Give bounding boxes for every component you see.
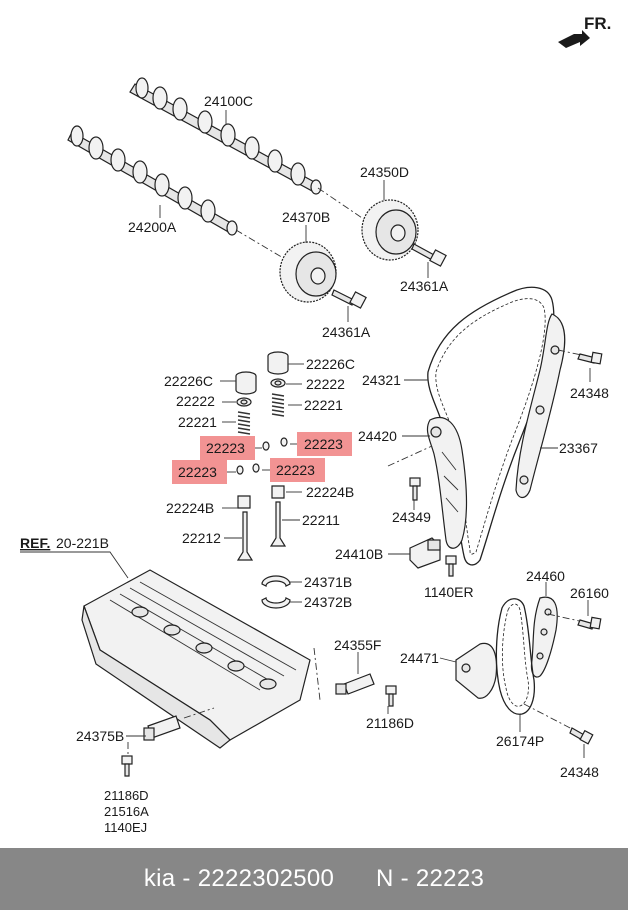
bolt-24361a-upper — [411, 243, 447, 267]
label-24420: 24420 — [358, 428, 397, 444]
label-26160: 26160 — [570, 585, 609, 601]
label-21186d-right: 21186D — [366, 715, 414, 731]
footer-n-value: 22223 — [415, 865, 485, 892]
label-24348-lower: 24348 — [560, 764, 599, 780]
valve-keys — [227, 437, 297, 475]
highlight-key-1 — [200, 436, 255, 460]
label-22223-key-1: 22223 — [206, 440, 245, 456]
label-23367: 23367 — [559, 440, 598, 456]
label-24348-upper: 24348 — [570, 385, 609, 401]
label-24410b: 24410B — [335, 546, 383, 562]
front-direction-arrow-icon — [558, 30, 590, 48]
label-24371b: 24371B — [304, 574, 352, 590]
retainer-left — [236, 397, 252, 407]
part-number-footer: kia - 2222302500 N - 22223 — [0, 848, 628, 910]
label-22223-key-2: 22223 — [304, 436, 343, 452]
label-26174p: 26174P — [496, 733, 544, 749]
label-24471: 24471 — [400, 650, 439, 666]
bolt-24348-upper — [557, 349, 603, 365]
label-24349: 24349 — [392, 509, 431, 525]
footer-n-prefix: N — [376, 865, 394, 892]
label-22221-right: 22221 — [304, 397, 343, 413]
valve-seal-right — [271, 485, 285, 499]
label-22226c-right: 22226C — [306, 356, 355, 372]
label-24361a-upper: 24361A — [400, 278, 449, 294]
spring-right — [271, 393, 285, 417]
ref-code: 20-221B — [56, 535, 109, 551]
footer-brand: kia — [143, 865, 176, 892]
valve-22212 — [236, 511, 254, 561]
bearing-lower-24372b — [261, 597, 291, 609]
label-22222-left: 22222 — [176, 393, 215, 409]
oil-tensioner-24471 — [455, 642, 498, 699]
spring-left — [237, 411, 251, 435]
label-24100c: 24100C — [204, 93, 253, 109]
label-24321: 24321 — [362, 372, 401, 388]
bearing-upper-24371b — [261, 575, 291, 587]
cvvt-sprocket-24370b — [279, 241, 337, 303]
chain-guide-23367 — [515, 313, 566, 499]
label-22224b-left: 22224B — [166, 500, 214, 516]
footer-sep-1: - — [175, 865, 198, 892]
footer-sep-2: - — [393, 865, 416, 892]
label-24200a: 24200A — [128, 219, 177, 235]
bolt-1140er — [445, 555, 457, 577]
bolt-24361a-lower — [331, 289, 367, 309]
label-24460: 24460 — [526, 568, 565, 584]
label-24375b: 24375B — [76, 728, 124, 744]
label-24372b: 24372B — [304, 594, 352, 610]
bolt-26160 — [547, 613, 602, 630]
bolt-24349 — [387, 445, 433, 501]
label-1140ej: 1140EJ — [104, 820, 147, 835]
exploded-parts-diagram: FR. 24100C 24200A — [20, 14, 611, 835]
label-22226c-left: 22226C — [164, 373, 213, 389]
oil-chain-guide-24460 — [530, 596, 558, 678]
label-22222-right: 22222 — [306, 376, 345, 392]
highlight-key-3 — [172, 460, 227, 484]
ref-prefix: REF. — [20, 535, 50, 551]
bolt-21186d-right — [385, 685, 397, 707]
front-label: FR. — [584, 14, 611, 33]
footer-gap — [334, 865, 376, 893]
label-22223-key-4: 22223 — [276, 462, 315, 478]
label-24370b: 24370B — [282, 209, 330, 225]
camshaft-exhaust — [67, 125, 238, 236]
camshaft-intake — [129, 77, 322, 195]
label-21186d-left: 21186D — [104, 788, 149, 803]
label-21516a: 21516A — [104, 804, 149, 819]
label-22211: 22211 — [302, 512, 340, 528]
cvvt-sprocket-24350d — [361, 199, 419, 261]
highlight-key-2 — [297, 432, 352, 456]
valve-seal-left — [237, 495, 251, 509]
label-24350d: 24350D — [360, 164, 409, 180]
label-24361a-lower: 24361A — [322, 324, 371, 340]
label-22224b-right: 22224B — [306, 484, 354, 500]
retainer-right — [270, 378, 286, 388]
label-22223-key-3: 22223 — [178, 464, 217, 480]
tensioner-24410b — [409, 537, 441, 569]
ocv-24355f — [313, 647, 375, 701]
cylinder-head — [81, 569, 311, 749]
label-1140er: 1140ER — [424, 584, 474, 600]
label-22221-left: 22221 — [178, 414, 217, 430]
label-24355f: 24355F — [334, 637, 381, 653]
bolt-21186d-left — [121, 742, 133, 777]
sensor-24375b — [143, 707, 215, 741]
label-22212: 22212 — [182, 530, 221, 546]
bolt-24348-lower — [523, 703, 594, 745]
highlight-key-4 — [270, 458, 325, 482]
valve-22211 — [269, 501, 287, 547]
oil-chain-26174p — [495, 598, 536, 715]
lifter-left — [235, 371, 257, 395]
footer-part-number: 2222302500 — [197, 865, 335, 892]
lifter-right — [267, 351, 289, 375]
tensioner-arm-24420 — [426, 417, 468, 549]
